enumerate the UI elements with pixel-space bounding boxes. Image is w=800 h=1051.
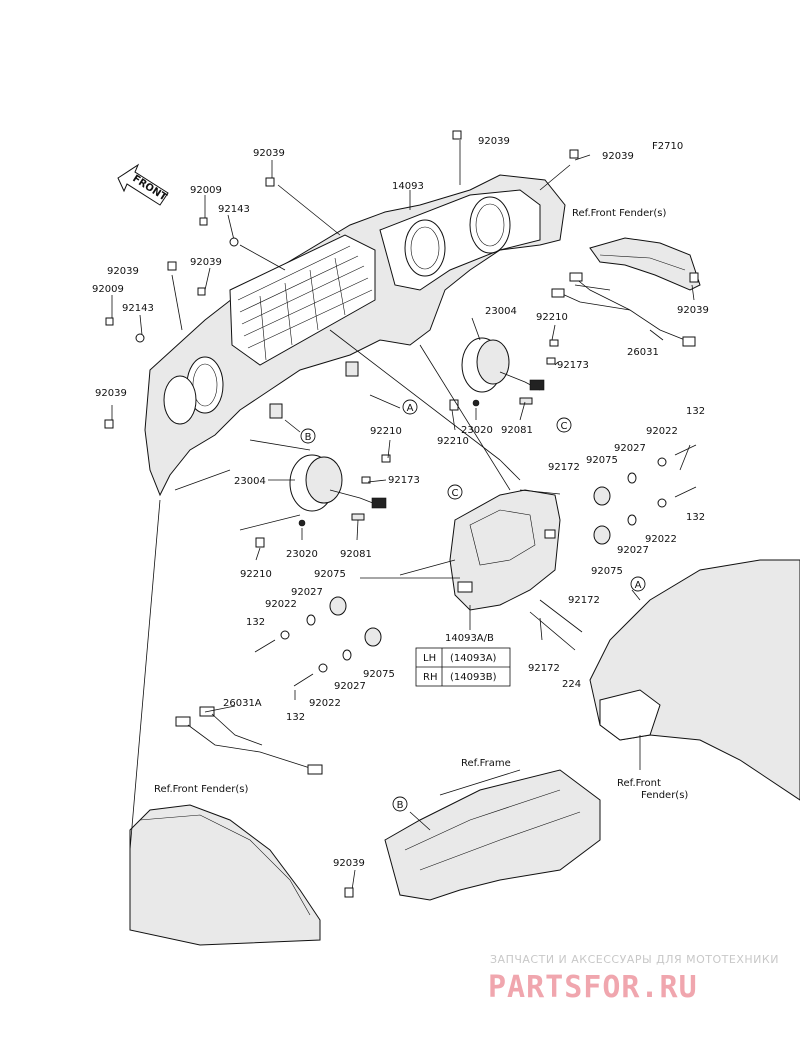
part-label: 14093A/B: [445, 633, 494, 644]
part-label: 92027: [291, 587, 323, 598]
part-label: 92039: [333, 858, 365, 869]
part-label: 26031: [627, 347, 659, 358]
part-label: 92210: [536, 312, 568, 323]
front-fender-top-right: [589, 237, 701, 291]
variant-table: LH (14093A) RH (14093B): [415, 647, 511, 687]
part-label: 92081: [340, 549, 372, 560]
callout-a: A: [407, 403, 414, 414]
part-labels: 92039 92039 92039 14093 92009 92143 9203…: [92, 136, 709, 869]
fasteners: [104, 130, 699, 898]
part-label: 92039: [602, 151, 634, 162]
part-label: 92027: [617, 545, 649, 556]
headlight-left: [255, 454, 391, 548]
bracket-14093ab: [449, 489, 561, 611]
part-label: 92075: [591, 566, 623, 577]
callout-c: C: [452, 488, 459, 499]
part-label: 92009: [190, 185, 222, 196]
part-label: 92039: [253, 148, 285, 159]
variant-side: LH: [423, 653, 436, 664]
part-label: 92210: [437, 436, 469, 447]
variant-code: (14093A): [450, 653, 497, 664]
front-arrow-icon: FRONT: [117, 163, 169, 206]
headlight-right: [449, 337, 559, 411]
front-fender-right: [589, 559, 800, 801]
part-label: 92210: [240, 569, 272, 580]
part-label: 92022: [645, 534, 677, 545]
callout-b: B: [397, 800, 404, 811]
watermark-logo: PARTSFOR.RU: [488, 970, 698, 1005]
part-label: 23020: [286, 549, 318, 560]
ref-label: Ref.Front: [617, 778, 661, 789]
part-label: 92022: [646, 426, 678, 437]
part-label: 92075: [314, 569, 346, 580]
part-label: 92143: [122, 303, 154, 314]
part-label: 92039: [190, 257, 222, 268]
part-label: 23020: [461, 425, 493, 436]
watermark-tagline: ЗАПЧАСТИ И АКСЕССУАРЫ ДЛЯ МОТОТЕХНИКИ: [490, 953, 779, 966]
part-label: 92210: [370, 426, 402, 437]
part-label: 92039: [677, 305, 709, 316]
part-label: 92022: [265, 599, 297, 610]
part-label: 92027: [614, 443, 646, 454]
front-cover-panel: [144, 174, 566, 497]
callouts: A A B B C C: [300, 399, 646, 812]
ref-label: Ref.Front Fender(s): [154, 784, 249, 795]
ref-label: Ref.Frame: [461, 758, 511, 769]
part-label: 92143: [218, 204, 250, 215]
part-label: 23004: [234, 476, 266, 487]
part-label: 92075: [363, 669, 395, 680]
part-label: 92075: [586, 455, 618, 466]
part-label: 92039: [107, 266, 139, 277]
callout-a: A: [635, 580, 642, 591]
part-label: 23004: [485, 306, 517, 317]
part-label: 92172: [548, 462, 580, 473]
harness-26031: [551, 272, 696, 347]
front-fender-bottom-left: [129, 804, 321, 946]
part-label: 92009: [92, 284, 124, 295]
variant-side: RH: [423, 672, 437, 683]
part-label: 132: [246, 617, 265, 628]
part-label: 132: [686, 512, 705, 523]
ref-label: Ref.Front Fender(s): [572, 208, 667, 219]
hardware-stacks: [254, 444, 697, 687]
part-label: 14093: [392, 181, 424, 192]
watermark: ЗАПЧАСТИ И АКСЕССУАРЫ ДЛЯ МОТОТЕХНИКИ PA…: [488, 953, 779, 1005]
part-label: 92081: [501, 425, 533, 436]
ref-label: Fender(s): [641, 790, 688, 801]
variant-code: (14093B): [450, 672, 497, 683]
part-label: 92022: [309, 698, 341, 709]
part-label: 92039: [478, 136, 510, 147]
frame-section: [384, 769, 601, 901]
part-label: 132: [286, 712, 305, 723]
leader-lines: [111, 140, 695, 891]
part-label: 92172: [568, 595, 600, 606]
part-label: 92172: [528, 663, 560, 674]
part-label: 92039: [95, 388, 127, 399]
part-label: 224: [562, 679, 581, 690]
part-label: 92173: [557, 360, 589, 371]
callout-c: C: [561, 421, 568, 432]
part-label: 92173: [388, 475, 420, 486]
callout-b: B: [305, 432, 312, 443]
part-label: 26031A: [223, 698, 262, 709]
part-label: 132: [686, 406, 705, 417]
figure-code: F2710: [652, 141, 683, 152]
part-label: 92027: [334, 681, 366, 692]
